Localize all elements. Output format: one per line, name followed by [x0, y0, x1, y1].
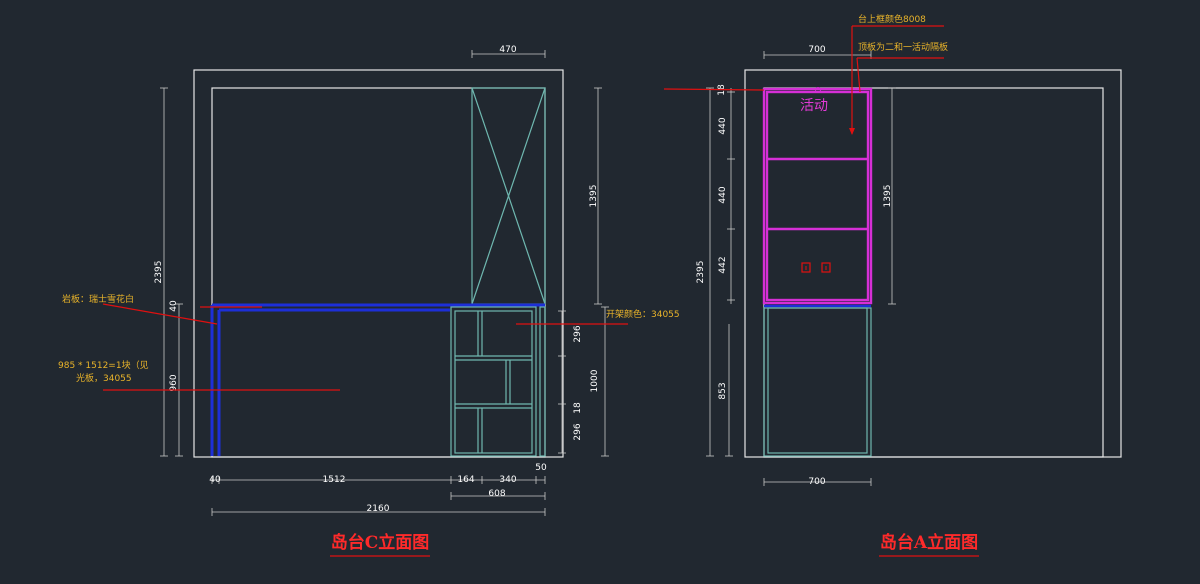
- dim-a-shelf-440-b: 440: [718, 186, 728, 203]
- elevation-c: 470 2395 40 960 1395 1000 296 18 296 40 …: [58, 45, 680, 557]
- dim-a-upper-height: 1395: [883, 185, 893, 208]
- lower-cabinet: [763, 307, 872, 457]
- dim-a-total-height: 2395: [696, 261, 706, 284]
- shelf-color-note: 开架颜色：34055: [606, 308, 680, 320]
- dim-upper-height: 1395: [589, 185, 599, 208]
- dim-a-bottom-width: 700: [808, 477, 825, 487]
- dim-a-shelf-442: 442: [718, 256, 728, 273]
- open-shelf-unit: [450, 306, 546, 457]
- dim-shelf-gap: 18: [573, 402, 583, 414]
- dim-shelf-upper: 296: [573, 325, 583, 342]
- panel-note-line2: 光板，34055: [76, 372, 132, 384]
- dim-bottom-608: 608: [488, 489, 505, 499]
- leader-arrow-icon: [849, 128, 855, 135]
- dim-shelf-lower: 296: [573, 423, 583, 440]
- dim-a-lower-height: 853: [718, 382, 728, 399]
- dim-total-height: 2395: [154, 261, 164, 284]
- top-board-leader: [856, 57, 861, 93]
- top-board-note: 顶板为二和一活动隔板: [858, 41, 948, 53]
- countertop-leader: [102, 303, 218, 325]
- elevation-c-dimension-lines: [160, 50, 609, 516]
- dim-top-width: 470: [499, 45, 516, 55]
- dim-bottom-50: 50: [535, 463, 547, 473]
- elevation-c-title: 岛台C立面图: [331, 532, 430, 553]
- dim-overall-width: 2160: [367, 504, 390, 514]
- countertop: [210, 303, 545, 456]
- dim-lower-height: 960: [169, 374, 179, 391]
- dim-counter-thickness: 40: [169, 300, 179, 312]
- top-leader: [663, 88, 765, 91]
- dim-a-shelf-440-a: 440: [718, 117, 728, 134]
- tall-cabinet-door: [471, 87, 546, 305]
- elevation-a: 700 18 440 440 442 2395 1395 853 700 活动 …: [663, 13, 1122, 557]
- dim-bottom-main: 1512: [323, 475, 346, 485]
- dim-bottom-164: 164: [457, 475, 474, 485]
- elevation-c-outer-frame: [193, 69, 564, 458]
- panel-note-line1: 985 * 1512=1块（见: [58, 359, 149, 371]
- dim-a-top-width: 700: [808, 45, 825, 55]
- movable-marker: [815, 87, 821, 93]
- dim-bottom-340: 340: [499, 475, 516, 485]
- elevation-a-inner-frame: [763, 87, 1104, 458]
- frame-color-note: 台上框颜色8008: [858, 13, 926, 25]
- elevation-c-inner-frame: [211, 87, 546, 458]
- dim-bottom-left: 40: [209, 475, 221, 485]
- elevation-a-dimension-lines: [706, 51, 896, 486]
- elevation-a-title: 岛台A立面图: [880, 532, 978, 553]
- countertop-note: 岩板：瑞士雪花白: [62, 293, 134, 305]
- dim-right-total: 1000: [590, 369, 600, 392]
- upper-shelf-frame: [762, 87, 873, 308]
- socket-icon: [801, 262, 831, 273]
- movable-label: 活动: [800, 98, 828, 114]
